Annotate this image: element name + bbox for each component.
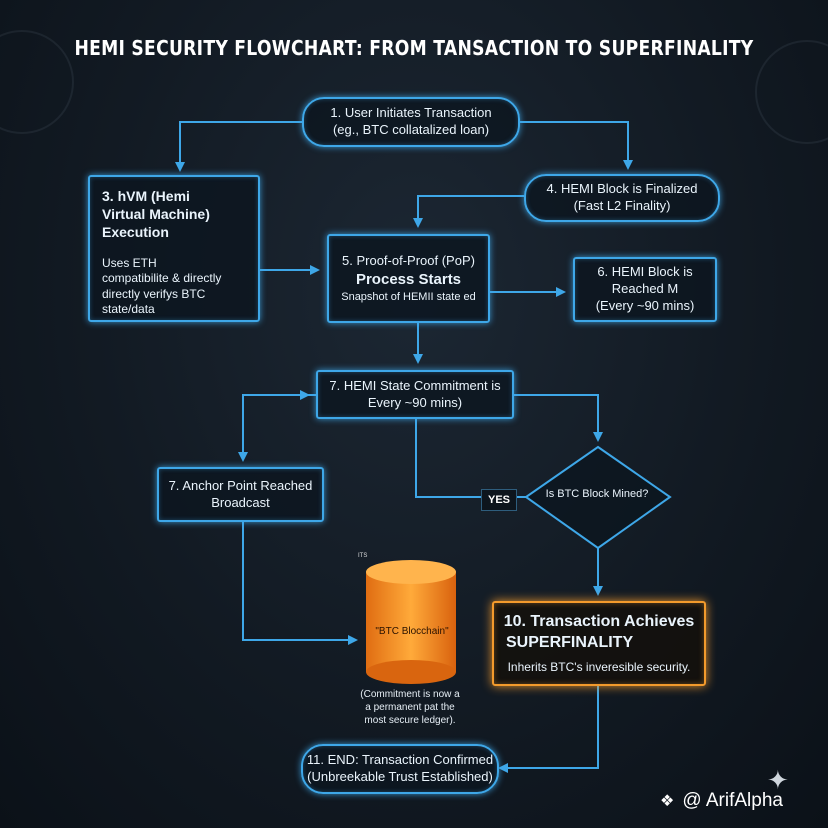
node-1-line2: (eg., BTC collatalized loan) — [332, 122, 490, 137]
node-3-line1: 3. hVM (Hemi — [102, 188, 190, 204]
node-5-line2: Process Starts — [355, 271, 462, 289]
cylinder-tiny-label: ITS — [358, 553, 368, 559]
node-hemi-block-finalized: 4. HEMI Block is Finalized (Fast L2 Fina… — [524, 174, 720, 222]
page-title: HEMI SECURITY FLOWCHART: FROM TANSACTION… — [74, 36, 754, 60]
decision-label: Is BTC Block Mined? — [545, 488, 649, 500]
node-10-line2: SUPERFINALITY — [506, 633, 634, 651]
arrow-n7a-feedback — [242, 390, 310, 415]
node-hemi-block-reached: 6. HEMI Block is Reached M (Every ~90 mi… — [573, 257, 717, 322]
binance-square-icon: ❖ — [660, 793, 675, 810]
arrow-n7a-left-to-n7b — [238, 394, 316, 462]
node-3-line3: Execution — [102, 224, 169, 241]
node-3-desc3: directly verifys BTC — [102, 286, 206, 301]
node-6-line2: Reached M — [611, 281, 679, 297]
node-11-line1: 11. END: Transaction Confirmed — [306, 752, 494, 768]
node-end-transaction-confirmed: 11. END: Transaction Confirmed (Unbreeka… — [301, 744, 499, 794]
node-5-line1: 5. Proof-of-Proof (PoP) — [342, 253, 475, 269]
node-3-description: Uses ETH compatibilite & directly direct… — [102, 256, 221, 318]
sparkle-icon: ✦ — [767, 765, 789, 795]
node-7a-line1: 7. HEMI State Commitment is — [329, 377, 501, 393]
caption-line1: (Commitment is now a — [360, 689, 460, 700]
arrow-n7b-to-cylinder — [242, 522, 358, 645]
node-user-initiates-transaction: 1. User Initiates Transaction (eg., BTC … — [302, 97, 520, 147]
node-6-line3: (Every ~90 mins) — [595, 297, 695, 313]
node-4-line2: (Fast L2 Finality) — [573, 198, 671, 213]
caption-line2: a permanent pat the — [365, 702, 455, 713]
yes-badge: YES — [481, 489, 517, 511]
node-6-line1: 6. HEMI Block is — [597, 264, 693, 280]
node-3-desc2: compatibilite & directly — [102, 271, 222, 286]
arrow-n7a-to-decision — [514, 394, 603, 442]
node-hemi-state-commitment: 7. HEMI State Commitment is Every ~90 mi… — [316, 370, 514, 419]
node-1-line1: 1. User Initiates Transaction — [330, 105, 492, 121]
arrow-n4-to-n5 — [413, 195, 524, 228]
node-superfinality: 10. Transaction Achieves SUPERFINALITY I… — [492, 601, 706, 686]
arrow-n1-to-n4 — [520, 121, 633, 170]
node-hvm-execution: 3. hVM (Hemi Virtual Machine) Execution … — [88, 175, 260, 322]
decision-diamond — [524, 445, 672, 550]
node-anchor-point-reached: 7. Anchor Point Reached Broadcast — [157, 467, 324, 522]
node-11-line2: (Unbreekable Trust Established) — [307, 769, 493, 784]
node-10-line3: Inherits BTC's inveresible security. — [507, 659, 691, 674]
node-7a-line2: Every ~90 mins) — [367, 394, 463, 410]
cylinder-label: "BTC Blocchain" — [375, 626, 449, 637]
node-3-line2: Virtual Machine) — [102, 206, 210, 223]
brand-watermark: ❖ @ ArifAlpha — [660, 790, 783, 812]
caption-line3: most secure ledger). — [364, 715, 456, 726]
node-proof-of-proof: 5. Proof-of-Proof (PoP) Process Starts S… — [327, 234, 490, 323]
line-n7a-to-yes — [415, 419, 481, 498]
node-10-line1: 10. Transaction Achieves — [503, 612, 695, 630]
arrow-n10-to-n11 — [498, 686, 599, 773]
brand-handle: @ ArifAlpha — [682, 790, 783, 811]
btc-blockchain-cylinder — [366, 560, 456, 684]
node-3-desc1: Uses ETH — [102, 255, 157, 270]
node-4-line1: 4. HEMI Block is Finalized — [546, 181, 698, 197]
node-3-desc4: state/data — [102, 302, 155, 317]
node-7b-line1: 7. Anchor Point Reached — [168, 477, 313, 493]
commitment-caption: (Commitment is now a a permanent pat the… — [340, 688, 480, 727]
node-7b-line2: Broadcast — [211, 494, 270, 510]
node-5-line3: Snapshot of HEMII state ed — [341, 290, 476, 303]
arrow-n1-to-n3 — [175, 121, 304, 172]
